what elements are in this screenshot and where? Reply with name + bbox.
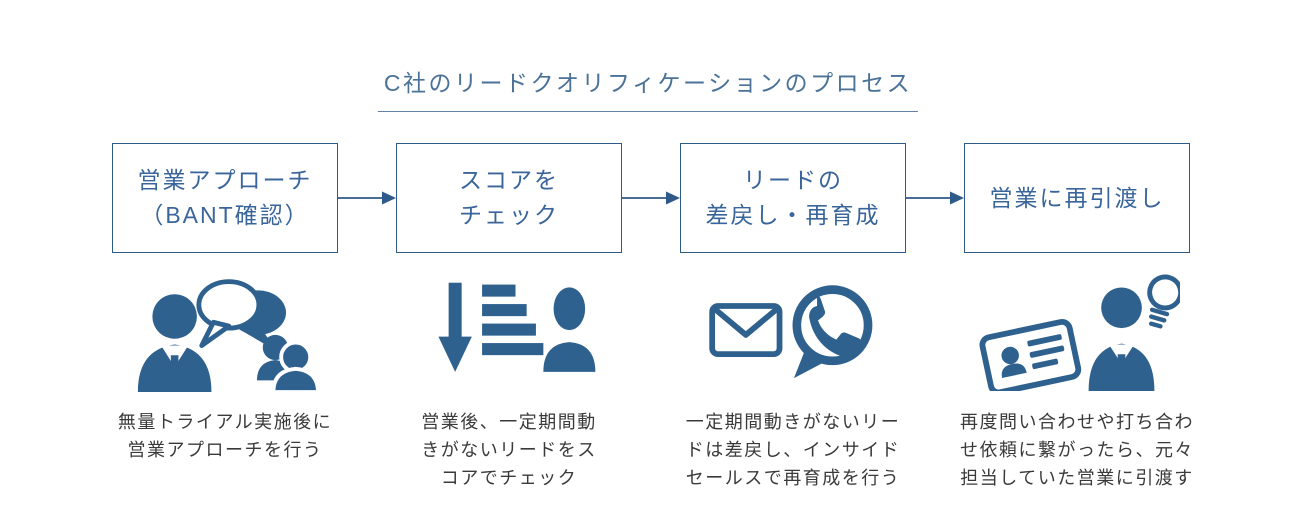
step-3-icon-area [707, 253, 879, 408]
description-line: 営業後、一定期間動 [421, 412, 597, 432]
process-box-2: スコアを チェック [396, 143, 622, 253]
business-card-icon [979, 318, 1082, 391]
process-step-4: 営業に再引渡し [960, 143, 1193, 492]
description-line: セールスで再育成を行う [685, 468, 901, 488]
description-line: 担当していた営業に引渡す [960, 468, 1194, 488]
process-box-1: 営業アプローチ （BANT確認） [112, 143, 338, 253]
page-title: C社のリードクオリフィケーションのプロセス [377, 64, 919, 112]
score-ranking-arrow-icon [438, 282, 596, 372]
step-2-description: 営業後、一定期間動 きがないリードをス コアでチェック [381, 408, 637, 492]
description-line: 営業アプローチを行う [127, 440, 323, 460]
description-line: 無量トライアル実施後に [117, 412, 333, 432]
lightbulb-icon [1147, 274, 1180, 329]
process-box-line: 営業に再引渡し [989, 184, 1165, 211]
step-4-description: 再度問い合わせや打ち合わ せ依頼に繋がったら、元々 担当していた営業に引渡す [949, 408, 1205, 492]
process-box-line: リードの [743, 167, 843, 193]
description-line: 一定期間動きがないリー [685, 412, 901, 432]
flow-arrow-1 [338, 191, 396, 205]
step-1-description: 無量トライアル実施後に 営業アプローチを行う [97, 408, 353, 464]
description-line: コアでチェック [440, 468, 578, 488]
description-line: きがないリードをス [421, 440, 597, 460]
flow-arrow-3 [906, 191, 964, 205]
step-4-icon-area [974, 253, 1180, 408]
businessman-conversation-icon [137, 278, 318, 392]
step-3-description: 一定期間動きがないリー ドは差戻し、インサイド セールスで再育成を行う [665, 408, 921, 492]
envelope-icon [709, 302, 783, 357]
phone-call-bubble-icon [792, 284, 873, 378]
description-line: せ依頼に繋がったら、元々 [960, 440, 1194, 460]
process-steps-row: 営業アプローチ （BANT確認） [112, 143, 1193, 492]
process-box-line: 差戻し・再育成 [705, 202, 881, 228]
process-box-line: スコアを [459, 167, 559, 193]
person-bust-icon [543, 286, 596, 372]
step-1-icon-area [132, 253, 318, 408]
description-line: 再度問い合わせや打ち合わ [960, 412, 1194, 432]
process-box-4: 営業に再引渡し [964, 143, 1190, 253]
contact-icons [709, 284, 873, 378]
process-box-line: チェック [459, 202, 559, 228]
businessman-idea-icon [1088, 286, 1155, 391]
process-box-3: リードの 差戻し・再育成 [680, 143, 906, 253]
step-2-icon-area [420, 253, 598, 408]
process-step-1: 営業アプローチ （BANT確認） [112, 143, 338, 492]
handoff-icons [979, 274, 1180, 391]
description-line: ドは差戻し、インサイド [685, 440, 901, 460]
process-step-2: スコアを チェック [396, 143, 622, 492]
flow-arrow-2 [622, 191, 680, 205]
process-box-line: （BANT確認） [140, 202, 310, 228]
process-step-3: リードの 差戻し・再育成 [680, 143, 906, 492]
process-box-line: 営業アプローチ [137, 167, 313, 193]
